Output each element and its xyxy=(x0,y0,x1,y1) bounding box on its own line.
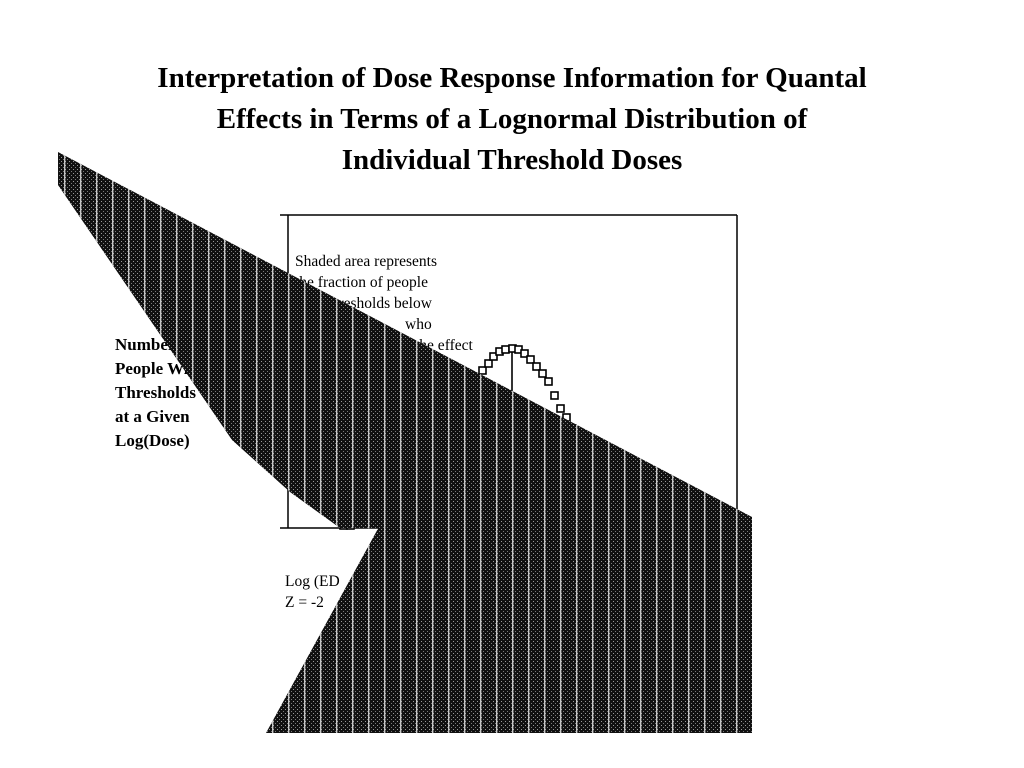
title-line-1: Interpretation of Dose Response Informat… xyxy=(157,62,867,94)
annotation-line-1: Shaded area represents xyxy=(295,253,438,270)
shaded-region-lower xyxy=(266,525,752,733)
shaded-region-upper xyxy=(58,152,752,532)
x-marker-line-1: Log (ED xyxy=(285,573,340,590)
title-line-2: Effects in Terms of a Lognormal Distribu… xyxy=(216,103,808,135)
slide-title: Interpretation of Dose Response Informat… xyxy=(60,58,964,181)
y-label-line-5: Log(Dose) xyxy=(115,431,190,450)
title-line-3: Individual Threshold Doses xyxy=(341,144,683,176)
annotation-line-2: the fraction of people xyxy=(295,274,428,291)
y-label-line-4: at a Given xyxy=(115,407,190,426)
y-label-line-3: Thresholds xyxy=(115,383,196,402)
x-marker-line-2: Z = -2 xyxy=(285,594,324,611)
annotation-line-4: who xyxy=(405,316,432,333)
x-axis-marker-label: Log (ED Z = -2 xyxy=(285,571,425,613)
